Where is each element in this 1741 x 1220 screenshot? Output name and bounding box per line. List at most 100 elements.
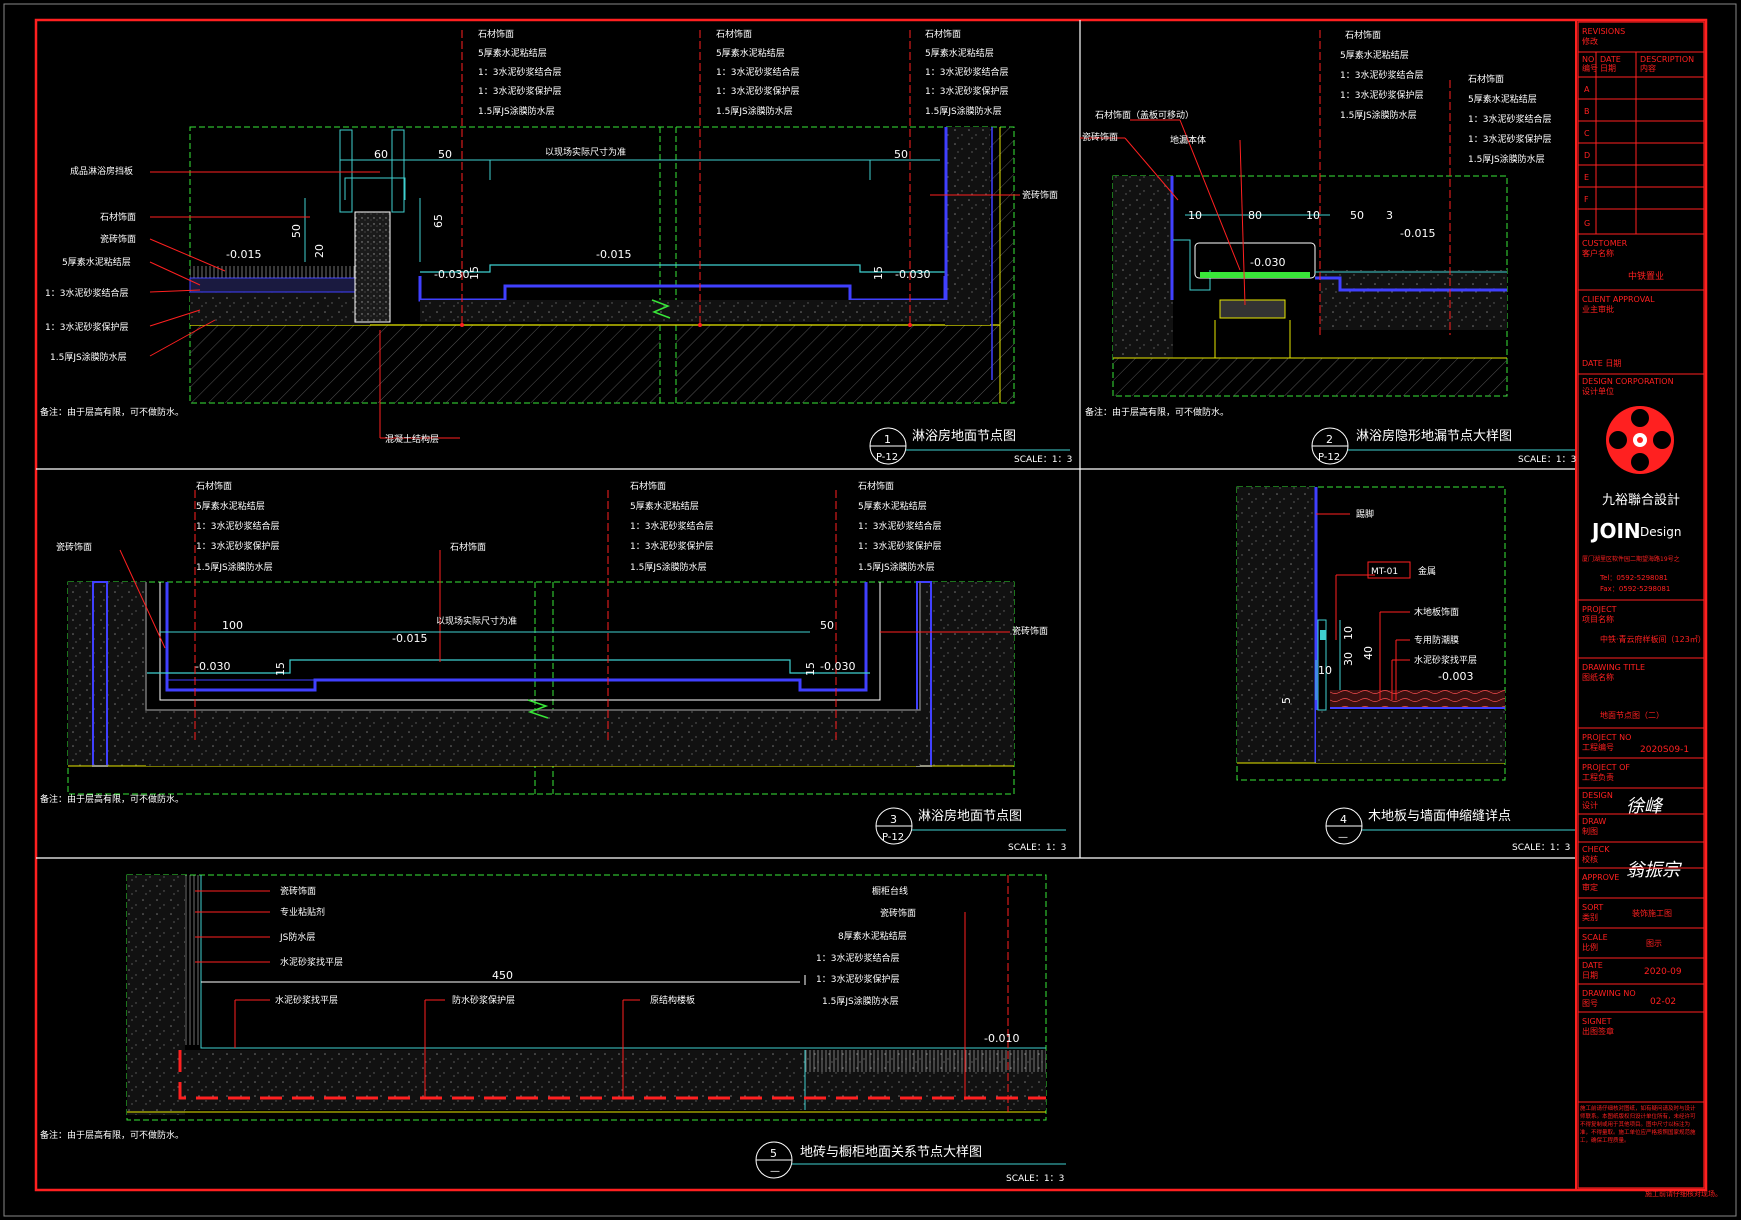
label: 1.5厚JS涂膜防水层 (716, 105, 793, 117)
label: 瓷砖饰面 (100, 233, 136, 245)
svg-text:3: 3 (1386, 209, 1393, 222)
svg-text:业主审批: 业主审批 (1582, 304, 1614, 314)
detail-2-labels: 石材饰面（盖板可移动） 瓷砖饰面 地漏本体 石材饰面 5厚素水泥粘结层 1：3水… (1082, 29, 1551, 418)
svg-text:设计: 设计 (1582, 800, 1598, 810)
svg-text:审定: 审定 (1582, 882, 1598, 892)
detail-2-dims: 10 80 10 50 3 -0.015 -0.030 (1188, 209, 1435, 269)
detail-3-title: 3 P-12 淋浴房地面节点图 SCALE：1：3 (875, 807, 1066, 853)
svg-text:中铁置业: 中铁置业 (1628, 270, 1664, 282)
svg-text:石材饰面: 石材饰面 (858, 480, 894, 492)
detail-1-drawing (149, 30, 1020, 439)
label: 1：3水泥砂浆保护层 (1340, 89, 1423, 101)
svg-text:地砖与橱柜地面关系节点大样图: 地砖与橱柜地面关系节点大样图 (800, 1145, 982, 1160)
label: 以现场实际尺寸为准 (545, 146, 626, 158)
svg-text:1：3水泥砂浆保护层: 1：3水泥砂浆保护层 (858, 540, 941, 552)
svg-text:10: 10 (1318, 664, 1332, 677)
dim: 50 (290, 224, 303, 238)
label: 1.5厚JS涂膜防水层 (925, 105, 1002, 117)
detail-3-drawing (67, 490, 1015, 795)
signature-design: 徐峰 (1626, 796, 1664, 817)
label: 1.5厚JS涂膜防水层 (50, 351, 127, 363)
detail-5-drawing (126, 874, 1047, 1121)
dim: 65 (432, 214, 445, 228)
svg-text:1: 1 (884, 433, 891, 446)
svg-text:施工前请仔细核对现场。: 施工前请仔细核对现场。 (1645, 1189, 1722, 1198)
svg-text:2: 2 (1326, 433, 1333, 446)
svg-text:工程负责: 工程负责 (1582, 772, 1614, 782)
label: 5厚素水泥粘结层 (478, 47, 547, 59)
svg-text:类别: 类别 (1582, 912, 1598, 922)
detail-4-labels: 踢脚 MT-01 金属 木地板饰面 专用防潮膜 水泥砂浆找平层 (1356, 509, 1477, 666)
svg-text:修改: 修改 (1582, 36, 1598, 46)
svg-text:NO: NO (1582, 55, 1594, 64)
svg-text:DESIGN: DESIGN (1582, 791, 1613, 800)
svg-text:15: 15 (274, 662, 287, 676)
svg-text:1：3水泥砂浆保护层: 1：3水泥砂浆保护层 (816, 973, 899, 985)
svg-text:SCALE：1：3: SCALE：1：3 (1006, 1174, 1064, 1184)
svg-text:5: 5 (770, 1147, 777, 1160)
label: 石材饰面 (716, 28, 752, 40)
svg-text:木地板饰面: 木地板饰面 (1414, 606, 1459, 618)
label: 1：3水泥砂浆保护层 (716, 85, 799, 97)
svg-text:PROJECT: PROJECT (1582, 605, 1617, 614)
svg-text:15: 15 (804, 662, 817, 676)
label: 石材饰面 (1468, 73, 1504, 85)
svg-text:以现场实际尺寸为准: 以现场实际尺寸为准 (436, 615, 517, 627)
svg-text:CHECK: CHECK (1582, 845, 1610, 854)
svg-text:DATE: DATE (1600, 55, 1621, 64)
label: 5厚素水泥粘结层 (1340, 49, 1409, 61)
svg-text:PROJECT OF: PROJECT OF (1582, 763, 1630, 772)
svg-text:1.5厚JS涂膜防水层: 1.5厚JS涂膜防水层 (858, 561, 935, 573)
svg-text:DESIGN CORPORATION: DESIGN CORPORATION (1582, 377, 1674, 386)
svg-text:5: 5 (1280, 697, 1293, 704)
label: 混凝土结构层 (385, 433, 439, 445)
svg-text:P-12: P-12 (1318, 452, 1340, 463)
dim: 60 (374, 148, 388, 161)
dim: 20 (313, 244, 326, 258)
svg-text:比例: 比例 (1582, 942, 1598, 952)
svg-text:水泥砂浆找平层: 水泥砂浆找平层 (275, 994, 338, 1006)
detail-3-labels: 石材饰面 5厚素水泥粘结层 1：3水泥砂浆结合层 1：3水泥砂浆保护层 1.5厚… (40, 480, 1048, 805)
svg-text:九裕聯合設計: 九裕聯合設計 (1602, 492, 1680, 508)
detail-2-title: 2 P-12 淋浴房隐形地漏节点大样图 SCALE：1：3 (1311, 427, 1576, 465)
label: 地漏本体 (1170, 134, 1206, 146)
svg-text:图纸名称: 图纸名称 (1582, 672, 1614, 682)
svg-text:Fax：0592-5298081: Fax：0592-5298081 (1600, 585, 1670, 593)
detail-4-dims: 10 40 30 10 5 -0.003 (1280, 626, 1473, 704)
label: 石材饰面 (925, 28, 961, 40)
detail-5-dims: 450 -0.010 (492, 969, 1019, 1045)
svg-text:Tel：0592-5298081: Tel：0592-5298081 (1599, 574, 1668, 582)
svg-text:日期: 日期 (1600, 64, 1616, 73)
svg-text:E: E (1584, 173, 1589, 182)
svg-text:450: 450 (492, 969, 513, 982)
svg-text:木地板与墙面伸缩缝详点: 木地板与墙面伸缩缝详点 (1368, 808, 1511, 824)
notice-text: 施工前请仔细核对图纸，如有疑问请及时与设计师联系。本图纸版权归设计单位所有，未经… (1580, 1106, 1696, 1144)
label: 瓷砖饰面 (1022, 189, 1058, 201)
svg-text:1.5厚JS涂膜防水层: 1.5厚JS涂膜防水层 (630, 561, 707, 573)
svg-text:APPROVE: APPROVE (1582, 873, 1619, 882)
svg-text:踢脚: 踢脚 (1356, 509, 1374, 520)
svg-text:日期: 日期 (1582, 971, 1598, 980)
svg-text:工程编号: 工程编号 (1582, 742, 1614, 752)
detail-1-dims: 60 50 50 50 20 65 15 15 -0.015 -0.015 -0… (226, 148, 930, 281)
detail-5-title: 5 — 地砖与橱柜地面关系节点大样图 SCALE：1：3 (755, 1141, 1066, 1184)
svg-text:DESCRIPTION: DESCRIPTION (1640, 55, 1694, 64)
svg-text:1.5厚JS涂膜防水层: 1.5厚JS涂膜防水层 (196, 561, 273, 573)
svg-text:5厚素水泥粘结层: 5厚素水泥粘结层 (196, 500, 265, 512)
svg-text:DRAW: DRAW (1582, 817, 1606, 826)
note-5: 备注：由于层高有限，可不做防水。 (40, 1129, 184, 1141)
svg-text:CUSTOMER: CUSTOMER (1582, 239, 1628, 248)
detail-2-drawing (1080, 30, 1508, 397)
svg-text:编号: 编号 (1582, 63, 1598, 73)
label: 石材饰面（盖板可移动） (1095, 109, 1194, 121)
svg-text:4: 4 (1340, 813, 1347, 826)
svg-text:-0.003: -0.003 (1438, 670, 1473, 683)
sheet-border (34, 18, 1708, 1192)
svg-text:水泥砂浆找平层: 水泥砂浆找平层 (280, 956, 343, 968)
svg-text:石材饰面: 石材饰面 (630, 480, 666, 492)
svg-text:校核: 校核 (1582, 854, 1598, 864)
label: 石材饰面 (478, 28, 514, 40)
label: 1：3水泥砂浆结合层 (1340, 69, 1423, 81)
svg-text:10: 10 (1342, 626, 1355, 640)
